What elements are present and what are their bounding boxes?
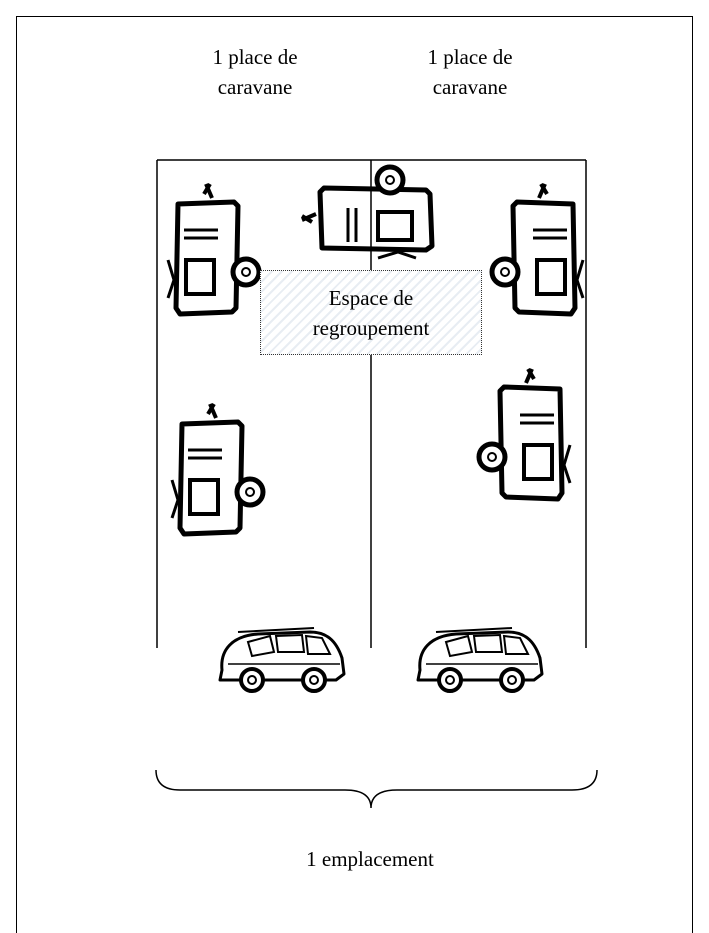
grouping-area-line2: regroupement (312, 315, 430, 340)
grouping-area-line1: Espace de (328, 285, 414, 310)
caravan-icon (168, 184, 259, 314)
place-label-right-line1: 1 place de (427, 45, 513, 69)
diagram-frame (16, 16, 693, 933)
caravan-icon (302, 167, 432, 258)
caravan-icon (172, 404, 263, 534)
place-label-left-line2: caravane (217, 75, 293, 99)
car-icon (218, 626, 346, 693)
car-icon (416, 626, 544, 693)
emplacement-label: 1 emplacement (306, 847, 434, 871)
grouping-area: Espace de regroupement (260, 270, 482, 355)
place-label-right-line2: caravane (432, 75, 508, 99)
emplacement-brace (155, 769, 598, 809)
caravan-icon (479, 369, 570, 499)
place-label-right: 1 place de caravane (395, 42, 545, 102)
place-label-left-line1: 1 place de (212, 45, 298, 69)
place-label-left: 1 place de caravane (180, 42, 330, 102)
caravan-icon (492, 184, 583, 314)
